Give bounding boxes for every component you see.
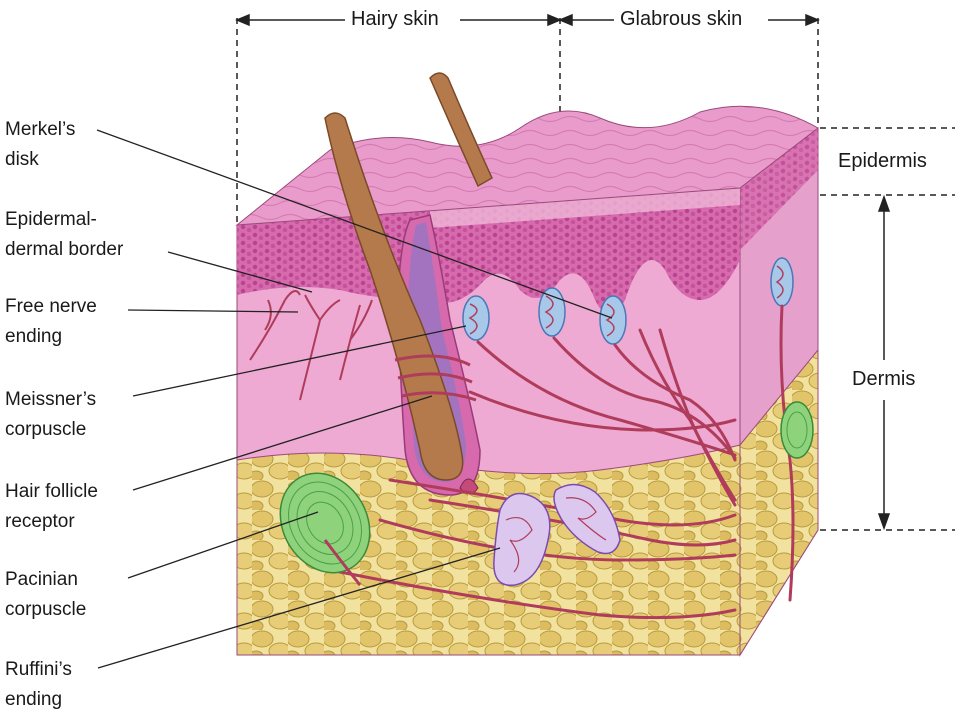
receptor-label-line1: Merkel’s	[5, 119, 76, 140]
hairy-skin-label: Hairy skin	[345, 8, 445, 31]
receptor-label-line2: ending	[5, 689, 63, 710]
skin-block	[235, 72, 819, 657]
receptor-label-line1: Ruffini’s	[5, 659, 72, 680]
meissner-corpuscles	[462, 257, 794, 345]
receptor-label-line2: corpuscle	[5, 419, 87, 440]
receptor-label-line1: Hair follicle	[5, 481, 98, 502]
region-brackets	[235, 13, 820, 225]
receptor-label-pacinian-corpuscle: Pacinian corpuscle	[5, 565, 86, 625]
dermis-label: Dermis	[848, 366, 920, 393]
receptor-label-line1: Meissner’s	[5, 389, 97, 410]
receptor-label-line2: receptor	[5, 511, 75, 532]
receptor-label-line2: dermal border	[5, 239, 124, 260]
receptor-label-line2: ending	[5, 326, 63, 347]
leader-lines	[96, 129, 613, 669]
receptor-label-line2: disk	[5, 149, 39, 170]
glabrous-skin-label: Glabrous skin	[614, 8, 749, 31]
receptor-label-line2: corpuscle	[5, 599, 87, 620]
receptor-label-free-nerve-ending: Free nerve ending	[5, 292, 97, 352]
receptor-label-merkels-disk: Merkel’s disk	[5, 115, 75, 175]
pacinian-corpuscle	[279, 401, 814, 586]
receptor-label-epidermal-dermal-border: Epidermal- dermal border	[5, 205, 123, 265]
receptor-label-ruffinis-ending: Ruffini’s ending	[5, 655, 72, 715]
receptor-label-line1: Pacinian	[5, 569, 78, 590]
receptor-label-line1: Epidermal-	[5, 209, 97, 230]
layer-markers	[820, 127, 955, 531]
ruffini-endings	[493, 483, 621, 587]
receptor-label-hair-follicle-receptor: Hair follicle receptor	[5, 477, 98, 537]
receptor-label-meissners-corpuscle: Meissner’s corpuscle	[5, 385, 96, 445]
receptor-label-line1: Free nerve	[5, 296, 97, 317]
epidermis-label: Epidermis	[834, 148, 931, 175]
